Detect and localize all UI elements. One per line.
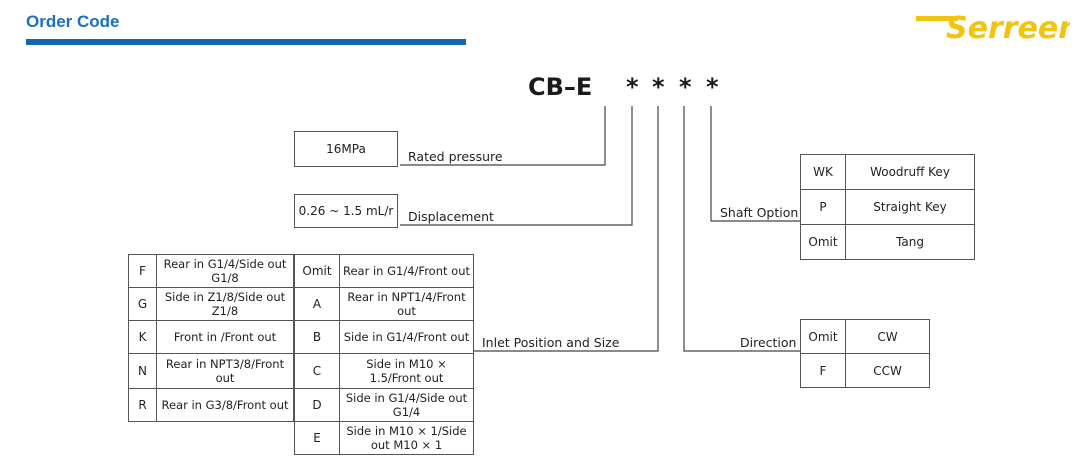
option-code: Omit — [800, 319, 846, 354]
table-row: G Side in Z1/8/Side out Z1/8 — [128, 287, 294, 321]
code-placeholder-1: * — [626, 73, 639, 101]
option-description: Rear in NPT3/8/Front out — [156, 353, 294, 389]
option-description: Rear in G3/8/Front out — [156, 388, 294, 422]
option-code: K — [128, 320, 157, 354]
table-row: Omit Rear in G1/4/Front out — [294, 254, 474, 288]
option-description: Side in G1/4/Side out G1/4 — [339, 388, 474, 422]
code-placeholder-3: * — [679, 73, 692, 101]
table-row: P Straight Key — [800, 189, 975, 225]
option-description: CW — [845, 319, 930, 354]
option-description: Tang — [845, 224, 975, 260]
option-code: B — [294, 320, 340, 354]
inlet-position-label: Inlet Position and Size — [482, 335, 620, 350]
shaft-option-table: WK Woodruff Key P Straight Key Omit Tang — [800, 154, 975, 260]
title-underline-bar — [26, 39, 466, 45]
table-row: F CCW — [800, 353, 930, 388]
model-prefix: CB–E — [528, 73, 593, 101]
rated-pressure-box: 16MPa — [294, 131, 398, 167]
option-code: G — [128, 287, 157, 321]
inlet-table-right: Omit Rear in G1/4/Front out A Rear in NP… — [294, 254, 474, 455]
option-code: A — [294, 287, 340, 321]
displacement-value: 0.26 ~ 1.5 mL/r — [298, 204, 394, 218]
option-description: Rear in NPT1/4/Front out — [339, 287, 474, 321]
displacement-label: Displacement — [408, 209, 494, 224]
table-row: Omit CW — [800, 319, 930, 354]
displacement-box: 0.26 ~ 1.5 mL/r — [294, 194, 398, 228]
table-row: E Side in M10 × 1/Side out M10 × 1 — [294, 421, 474, 455]
brand-logo-text: Serreen — [946, 11, 1070, 46]
table-row: F Rear in G1/4/Side out G1/8 — [128, 254, 294, 288]
displacement-connector — [400, 106, 633, 226]
table-row: A Rear in NPT1/4/Front out — [294, 287, 474, 321]
option-code: P — [800, 189, 846, 225]
option-description: Straight Key — [845, 189, 975, 225]
table-row: R Rear in G3/8/Front out — [128, 388, 294, 422]
option-code: Omit — [800, 224, 846, 260]
table-row: D Side in G1/4/Side out G1/4 — [294, 388, 474, 422]
table-row: Omit Tang — [800, 224, 975, 260]
rated-pressure-value: 16MPa — [326, 142, 366, 156]
shaft-connector — [710, 106, 800, 222]
brand-logo: Serreen — [916, 11, 1070, 46]
option-code: WK — [800, 154, 846, 190]
table-row: K Front in /Front out — [128, 320, 294, 354]
option-description: Side in Z1/8/Side out Z1/8 — [156, 287, 294, 321]
code-placeholder-2: * — [652, 73, 665, 101]
option-code: C — [294, 353, 340, 389]
option-description: Side in M10 × 1.5/Front out — [339, 353, 474, 389]
page-title: Order Code — [26, 12, 120, 31]
option-description: CCW — [845, 353, 930, 388]
option-code: E — [294, 421, 340, 455]
option-description: Front in /Front out — [156, 320, 294, 354]
option-description: Side in M10 × 1/Side out M10 × 1 — [339, 421, 474, 455]
table-row: N Rear in NPT3/8/Front out — [128, 353, 294, 389]
code-placeholder-4: * — [706, 73, 719, 101]
option-code: F — [128, 254, 157, 288]
direction-connector — [683, 106, 800, 352]
shaft-option-label: Shaft Option — [720, 205, 799, 220]
inlet-connector — [474, 106, 659, 352]
option-code: F — [800, 353, 846, 388]
option-code: N — [128, 353, 157, 389]
option-code: D — [294, 388, 340, 422]
option-code: Omit — [294, 254, 340, 288]
rated-pressure-label: Rated pressure — [408, 149, 503, 164]
option-description: Rear in G1/4/Front out — [339, 254, 474, 288]
direction-table: Omit CW F CCW — [800, 319, 930, 388]
table-row: C Side in M10 × 1.5/Front out — [294, 353, 474, 389]
table-row: WK Woodruff Key — [800, 154, 975, 190]
option-description: Woodruff Key — [845, 154, 975, 190]
option-description: Side in G1/4/Front out — [339, 320, 474, 354]
table-row: B Side in G1/4/Front out — [294, 320, 474, 354]
direction-label: Direction — [740, 335, 797, 350]
inlet-table-left: F Rear in G1/4/Side out G1/8 G Side in Z… — [128, 254, 294, 422]
option-code: R — [128, 388, 157, 422]
rated-connector — [400, 106, 606, 166]
option-description: Rear in G1/4/Side out G1/8 — [156, 254, 294, 288]
